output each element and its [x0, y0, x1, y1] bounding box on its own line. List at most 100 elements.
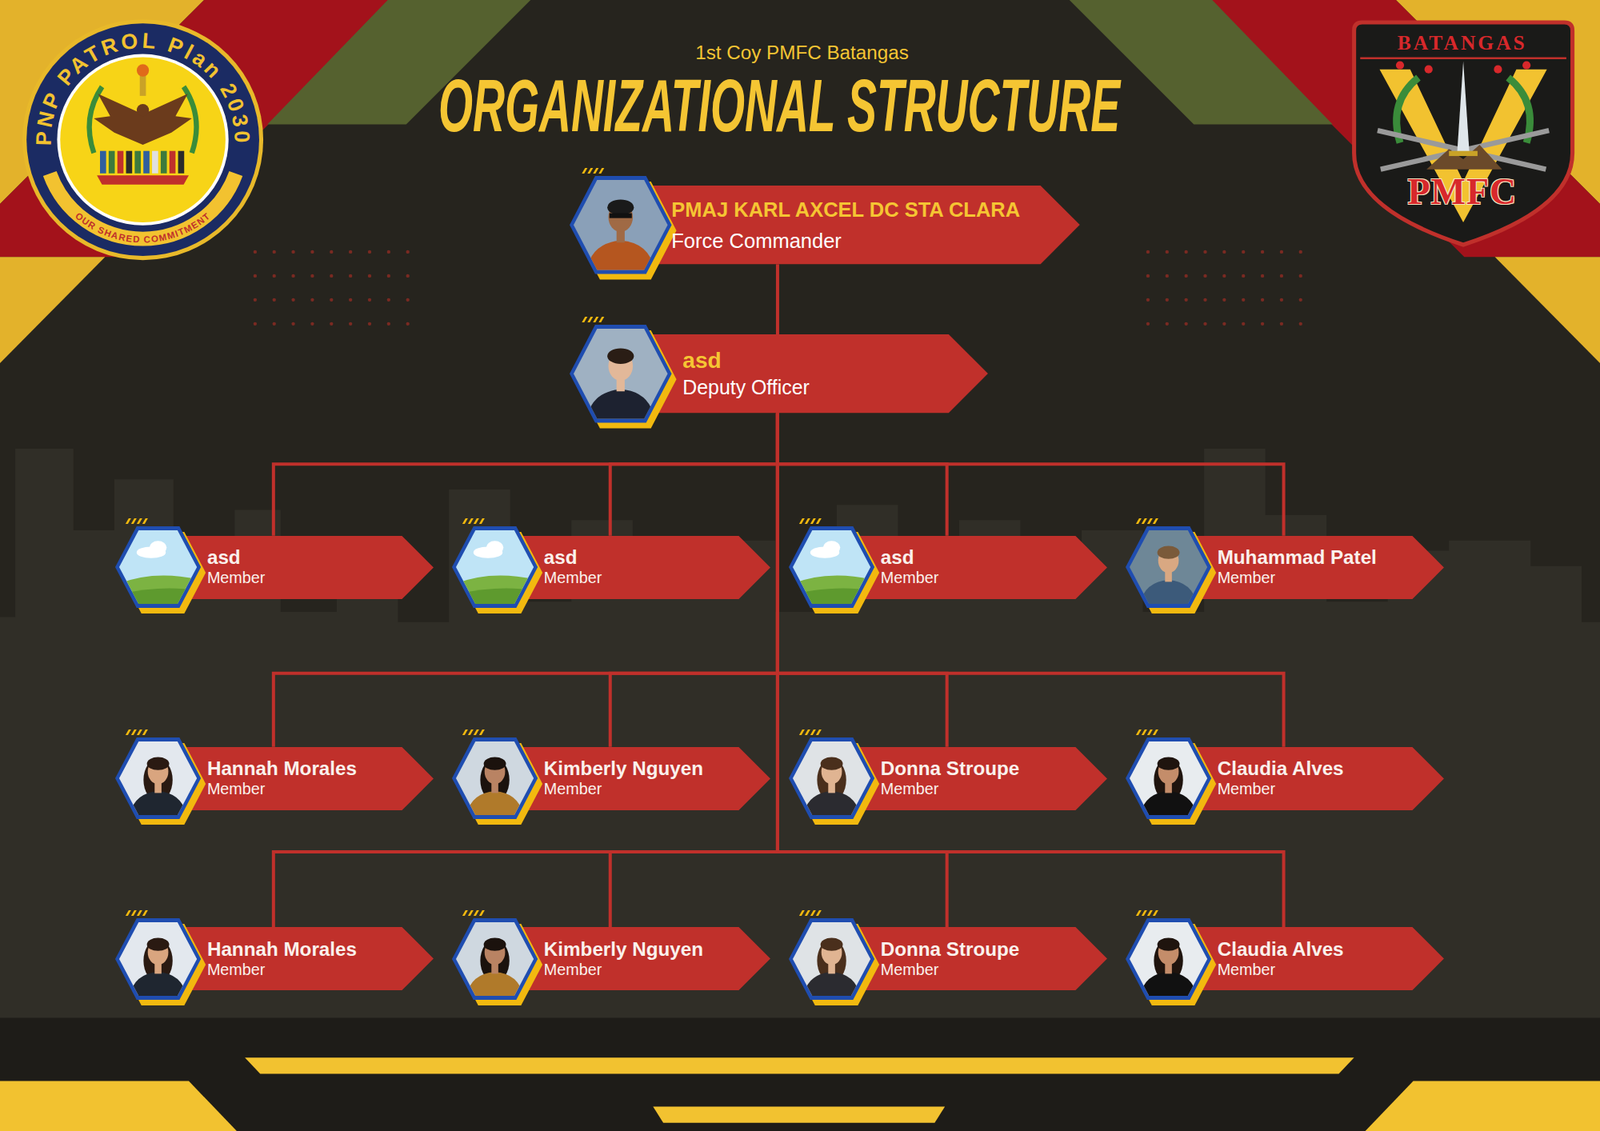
corner-band	[0, 256, 105, 364]
portrait-hexagon	[128, 792, 188, 820]
portrait-hexagon	[788, 737, 875, 820]
card-text: asdMember	[544, 547, 603, 588]
dot-grid	[1280, 298, 1284, 302]
portrait-hexagon	[799, 910, 805, 916]
member-card: asdMember	[788, 536, 1108, 600]
dot-grid	[291, 322, 295, 326]
portrait-hexagon	[810, 910, 816, 916]
portrait-hexagon	[136, 910, 143, 916]
member-card: asdMember	[452, 536, 771, 600]
portrait-hexagon	[452, 526, 538, 608]
portrait-hexagon	[1125, 737, 1212, 820]
pnp-seal	[143, 151, 150, 174]
portrait-hexagon	[442, 516, 554, 624]
portrait-hexagon	[128, 972, 188, 1000]
portrait-hexagon	[779, 516, 891, 624]
portrait-hexagon	[1125, 729, 1216, 825]
portrait-hexagon	[1125, 918, 1212, 1000]
dot-grid	[1222, 298, 1226, 302]
dot-grid	[1165, 298, 1169, 302]
portrait-hexagon	[125, 518, 132, 524]
dot-grid	[329, 274, 333, 278]
portrait-hexagon	[1147, 518, 1153, 524]
portrait-hexagon	[587, 316, 593, 323]
dot-grid	[1241, 274, 1245, 278]
dot-grid	[406, 274, 410, 278]
dot-grid	[1184, 322, 1188, 326]
portrait-hexagon	[1125, 526, 1212, 608]
portrait-hexagon	[131, 910, 137, 916]
card-text: Donna StroupeMember	[880, 758, 1020, 799]
portrait-hexagon	[1125, 526, 1212, 608]
org-connector	[273, 413, 778, 928]
portrait-hexagon	[115, 737, 201, 820]
portrait-hexagon	[823, 541, 840, 555]
bottom-band	[652, 1106, 945, 1123]
portrait-hexagon	[1141, 518, 1148, 524]
portrait-hexagon	[788, 918, 875, 1000]
dot-grid	[368, 322, 372, 326]
bottom-band	[0, 1081, 237, 1131]
person-name: Hannah Morales	[207, 758, 357, 780]
dot-grid	[1260, 322, 1264, 326]
portrait-hexagon	[1116, 728, 1228, 836]
portrait-hexagon	[788, 526, 875, 608]
dot-grid	[1222, 250, 1226, 254]
dot-grid	[1203, 298, 1207, 302]
person-name: Claudia Alves	[1217, 939, 1344, 961]
member-card: asdMember	[115, 536, 434, 600]
portrait-hexagon	[569, 168, 677, 280]
portrait-hexagon	[820, 937, 844, 951]
portrait-hexagon	[105, 516, 217, 624]
member-card: Donna StroupeMember	[788, 747, 1108, 811]
portrait-hexagon	[136, 729, 143, 736]
portrait-hexagon	[608, 213, 632, 219]
dot-grid	[387, 274, 391, 278]
dot-grid	[387, 322, 391, 326]
card-text: Claudia AlvesMember	[1217, 939, 1344, 980]
portrait-hexagon	[131, 518, 137, 524]
pmfc-shield	[1360, 56, 1567, 60]
person-name: asd	[880, 547, 940, 569]
person-name: Kimberly Nguyen	[544, 939, 704, 961]
pnp-seal	[126, 151, 133, 174]
name-banner	[620, 334, 988, 413]
bottom-band	[244, 1057, 1354, 1074]
portrait-hexagon	[804, 518, 811, 524]
seal-text: PNP PATROL Plan 2030	[32, 28, 255, 146]
pmfc-shield	[1522, 61, 1531, 70]
dot-grid	[1222, 274, 1226, 278]
portrait-hexagon	[115, 737, 201, 820]
portrait-hexagon	[115, 737, 201, 820]
portrait-hexagon	[115, 588, 201, 609]
portrait-hexagon	[125, 910, 132, 916]
portrait-hexagon	[587, 168, 593, 174]
dot-grid	[1165, 250, 1169, 254]
card-text: asdDeputy Officer	[682, 347, 809, 400]
dot-grid	[1260, 250, 1264, 254]
org-connector	[777, 413, 948, 536]
org-connector	[777, 413, 948, 928]
portrait-hexagon	[452, 526, 538, 608]
portrait-hexagon	[1157, 546, 1180, 560]
role-text: Force Commander	[671, 224, 1020, 256]
person-name: Muhammad Patel	[1217, 547, 1377, 569]
portrait-hexagon	[1157, 937, 1180, 951]
pnp-seal	[160, 151, 168, 174]
portrait-hexagon	[788, 576, 875, 609]
role-text: Member	[880, 568, 940, 588]
portrait-hexagon	[810, 518, 816, 524]
corner-band	[1207, 0, 1600, 257]
portrait-hexagon	[1147, 729, 1153, 736]
dot-grid	[1165, 274, 1169, 278]
dot-grid	[348, 274, 352, 278]
portrait-hexagon	[473, 518, 480, 524]
pnp-seal: PNP PATROL Plan 2030OUR SHARED COMMITMEN…	[22, 19, 264, 260]
card-text: PMAJ KARL AXCEL DC STA CLARAForce Comman…	[671, 194, 1020, 256]
pmfc-shield	[1493, 65, 1502, 74]
dot-grid	[253, 322, 257, 326]
portrait-hexagon	[1116, 908, 1228, 1016]
dot-grid	[1146, 274, 1150, 278]
portrait-hexagon	[473, 910, 480, 916]
